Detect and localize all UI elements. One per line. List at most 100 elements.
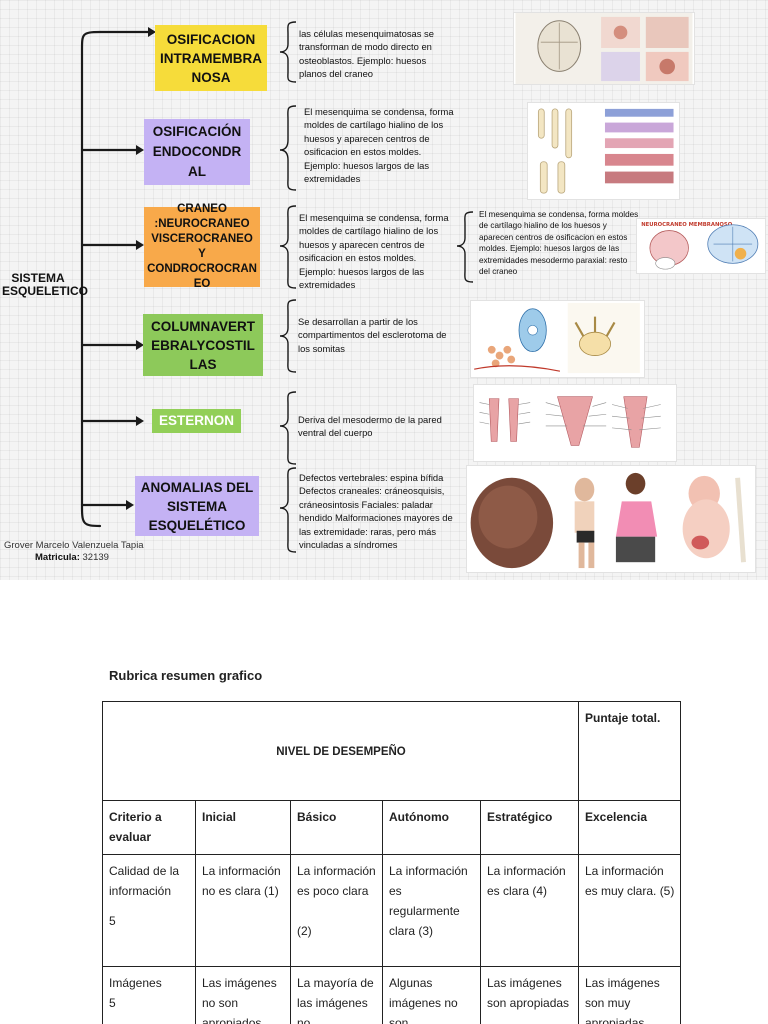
table-column-header-row: Criterio a evaluar Inicial Básico Autóno…: [102, 800, 681, 855]
matricula-row: Matricula: 32139: [4, 552, 144, 564]
brace: [279, 205, 297, 289]
column-header: Criterio a evaluar: [102, 800, 196, 855]
table-cell: La información es clara (4): [480, 854, 579, 967]
column-header: Inicial: [195, 800, 291, 855]
arrow-head: [136, 240, 144, 250]
sternum-development-image: [473, 384, 677, 462]
column-header: Autónomo: [382, 800, 481, 855]
topic-anomalias: ANOMALIAS DEL SISTEMA ESQUELÉTICO: [135, 476, 259, 536]
topic-line: AL: [187, 164, 206, 179]
criterion-label: Calidad de la información: [109, 864, 180, 898]
topic-line: CRANEO: [177, 203, 227, 215]
table-row: Calidad de la información 5 La informaci…: [102, 854, 681, 967]
topic-line: OSIFICACIÓN: [152, 124, 242, 139]
long-bone-ossification-image: [527, 102, 680, 200]
topic-line: EO: [193, 278, 211, 290]
image-caption: NEUROCRANEO MEMBRANOSO: [641, 222, 733, 228]
table-cell: Algunas imágenes no son: [382, 966, 481, 1024]
table-cell: La información es regularmente clara (3): [382, 854, 481, 967]
trunk-line: [80, 30, 102, 528]
topic-line: OSIFICACION: [166, 31, 256, 47]
table-cell: La información es poco clara (2): [290, 854, 383, 967]
column-header: Estratégico: [480, 800, 579, 855]
cell-text: La información es muy clara. (5): [585, 864, 675, 898]
skeletal-anomaly-photos: [466, 465, 756, 573]
column-header: Excelencia: [578, 800, 681, 855]
root-topic-label: SISTEMA ESQUELETICO: [2, 271, 89, 298]
rubric-title: Rubrica resumen grafico: [109, 668, 263, 683]
brace: [279, 21, 297, 83]
criterion-score: 5: [109, 914, 116, 928]
table-cell: La mayoría de las imágenes no: [290, 966, 383, 1024]
topic-description: las células mesenquimatosas se transform…: [299, 28, 434, 80]
arrow-head: [148, 27, 156, 37]
topic-line: EBRALYCOSTIL: [151, 337, 255, 353]
brace: [279, 299, 297, 373]
criterion-cell: Imágenes 5: [102, 966, 196, 1024]
table-cell: Las imágenes no son apropiados: [195, 966, 291, 1024]
arrow-head: [136, 416, 144, 426]
topic-line: ESQUELÉTICO: [148, 517, 246, 533]
cell-text: La información es clara (4): [487, 864, 566, 898]
vertebra-development-image: [470, 300, 645, 378]
mind-map: SISTEMA ESQUELETICO OSIFICACION INTRAMEM…: [0, 0, 768, 580]
matricula-value: 32139: [82, 552, 109, 563]
table-cell: La información no es clara (1): [195, 854, 291, 967]
skull-development-image: NEUROCRANEO MEMBRANOSO: [636, 218, 766, 274]
topic-line: INTRAMEMBRA: [160, 50, 262, 66]
topic-description: Deriva del mesodermo de la pared ventral…: [298, 414, 442, 439]
topic-osificacion-endocondral: OSIFICACIÓN ENDOCONDR AL: [144, 119, 250, 185]
topic-line: VISCEROCRANEO Y: [151, 233, 253, 260]
topic-line: LAS: [189, 356, 217, 372]
mind-map-connectors: [80, 21, 474, 553]
table-cell: Las imágenes son apropiadas: [480, 966, 579, 1024]
brace: [456, 211, 474, 283]
level-header: NIVEL DE DESEMPEÑO: [102, 701, 579, 801]
total-header: Puntaje total.: [578, 701, 681, 801]
brace: [279, 105, 297, 191]
author-name: Grover Marcelo Valenzuela Tapia: [4, 540, 144, 551]
table-cell: Las imágenes son muy apropiadas: [578, 966, 681, 1024]
table-cell: La información es muy clara. (5): [578, 854, 681, 967]
topic-line: ESTERNON: [158, 413, 234, 428]
topic-craneo: CRANEO :NEUROCRANEO VISCEROCRANEO Y COND…: [144, 203, 260, 290]
criterion-label: Imágenes: [109, 976, 162, 990]
cell-text: Las imágenes no son apropiados: [202, 976, 277, 1024]
criterion-cell: Calidad de la información 5: [102, 854, 196, 967]
topic-line: SISTEMA: [166, 498, 227, 514]
topic-sub-description: El mesenquima se condensa, forma moldes …: [479, 210, 639, 277]
cell-text: Algunas imágenes no son: [389, 976, 458, 1024]
table-row: Imágenes 5 Las imágenes no son apropiado…: [102, 966, 681, 1024]
topic-description: El mesenquima se condensa, forma moldes …: [304, 106, 454, 185]
skull-ossification-image: [513, 12, 695, 85]
cell-text: La información no es clara (1): [202, 864, 281, 898]
brace: [279, 391, 297, 465]
brace: [279, 467, 297, 553]
cell-text: La información es regularmente clara (3): [389, 864, 468, 938]
cell-text: Las imágenes son muy apropiadas: [585, 976, 660, 1024]
topic-description: El mesenquima se condensa, forma moldes …: [299, 212, 449, 291]
author-info: Grover Marcelo Valenzuela Tapia Matricul…: [4, 540, 144, 564]
rubric-table: NIVEL DE DESEMPEÑO Puntaje total. Criter…: [102, 701, 681, 1024]
arrow-head: [136, 340, 144, 350]
topic-line: ENDOCONDR: [152, 144, 242, 159]
topic-line: ANOMALIAS DEL: [140, 479, 254, 495]
topic-line: :NEUROCRANEO: [154, 218, 250, 230]
table-header-row: NIVEL DE DESEMPEÑO Puntaje total.: [102, 701, 681, 801]
matricula-label: Matricula:: [35, 552, 80, 563]
topic-line: COLUMNAVERT: [151, 318, 255, 334]
cell-text: La mayoría de las imágenes no: [297, 976, 374, 1024]
arrow-head: [126, 500, 134, 510]
criterion-score: 5: [109, 996, 116, 1010]
topic-esternon: ESTERNON: [152, 409, 241, 433]
arrow-head: [136, 145, 144, 155]
topic-description: Se desarrollan a partir de los compartim…: [298, 316, 447, 354]
cell-text: La información es poco clara (2): [297, 864, 376, 938]
cell-text: Las imágenes son apropiadas: [487, 976, 570, 1010]
topic-line: CONDROCROCRAN: [147, 263, 257, 275]
column-header: Básico: [290, 800, 383, 855]
topic-line: NOSA: [191, 69, 231, 85]
topic-columna-vertebral: COLUMNAVERT EBRALYCOSTIL LAS: [143, 314, 263, 376]
topic-description: Defectos vertebrales: espina bífida Defe…: [299, 472, 453, 551]
topic-osificacion-intramembranosa: OSIFICACION INTRAMEMBRA NOSA: [155, 25, 267, 91]
